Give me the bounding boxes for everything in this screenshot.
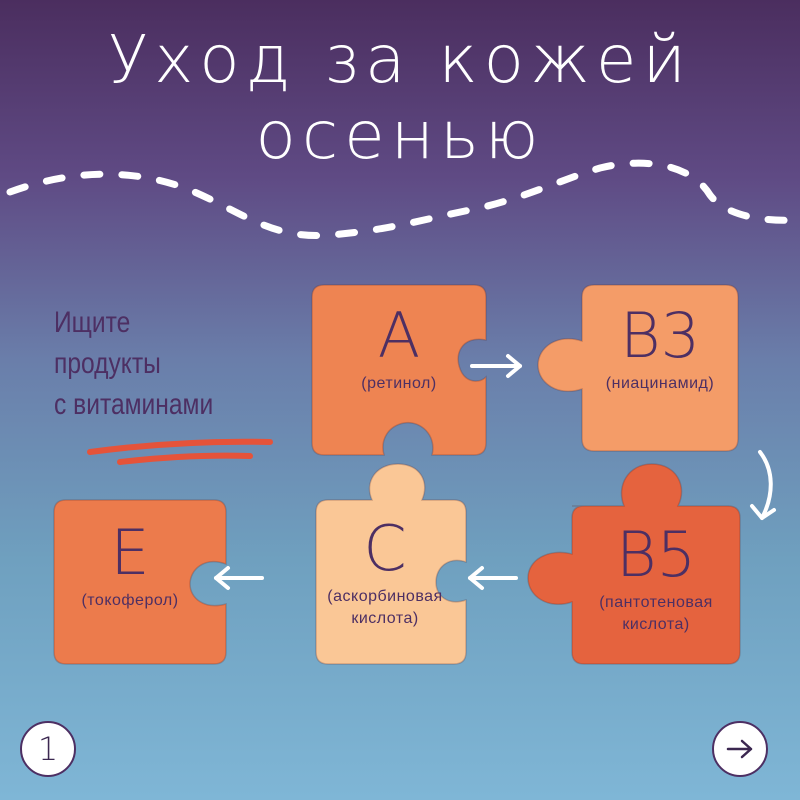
vitamin-letter: B3 (619, 299, 701, 372)
tagline: Ищите продукты с витаминами (54, 302, 251, 425)
tagline-line-2: продукты (54, 347, 161, 380)
vitamin-name-line-2: кислота) (351, 610, 419, 627)
puzzle-piece-vitamin-b3: B3 (ниацинамид) (537, 284, 739, 452)
title-line-2: осенью (255, 97, 545, 174)
puzzle-piece-vitamin-e: E (токоферол) (53, 499, 227, 665)
vitamin-name-line-1: (пантотеновая (599, 594, 713, 611)
page-title: Уход за кожей осенью (0, 22, 800, 174)
vitamin-name: (токоферол) (81, 592, 179, 609)
vitamin-letter: C (363, 512, 407, 585)
puzzle-piece-vitamin-c: C (аскорбиновая кислота) (315, 463, 467, 665)
vitamin-name-line-2: кислота) (622, 616, 690, 633)
vitamin-name: (ретинол) (361, 375, 437, 392)
vitamin-name-line-1: (аскорбиновая (327, 588, 443, 605)
puzzle-piece-vitamin-a: A (ретинол) (311, 284, 487, 456)
vitamin-letter: A (377, 299, 421, 372)
tagline-prefix: с (54, 388, 74, 421)
puzzle-piece-vitamin-b5: B5 (пантотеновая кислота) (527, 463, 741, 665)
arrow-left-icon (214, 566, 264, 590)
arrow-right-icon (470, 354, 522, 378)
arrow-left-icon (468, 566, 518, 590)
vitamin-name: (ниацинамид) (605, 375, 715, 392)
accent-underline-decoration (87, 438, 273, 465)
title-line-1: Уход за кожей (107, 21, 693, 98)
tagline-accent-word: витаминами (73, 388, 214, 421)
dashed-wave-decoration (6, 159, 800, 240)
tagline-line-1: Ищите (54, 306, 131, 339)
next-slide-button[interactable] (712, 721, 768, 777)
tagline-line-3: с витаминами (54, 384, 251, 425)
arrow-right-icon (726, 739, 753, 759)
arrow-down-curved-icon (750, 450, 776, 520)
vitamin-letter: B5 (615, 518, 697, 591)
page-number-badge: 1 (20, 721, 76, 777)
vitamin-letter: E (110, 516, 150, 589)
